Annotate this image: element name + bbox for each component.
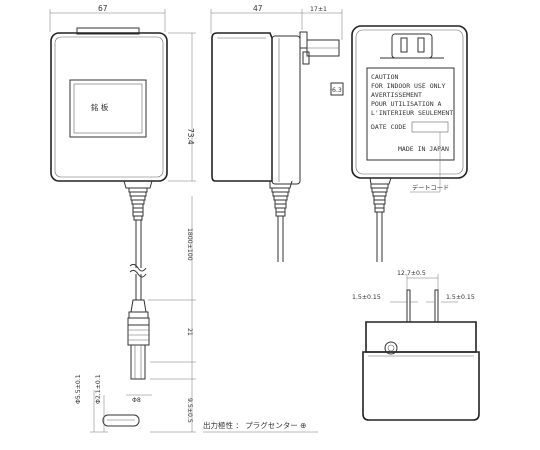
bottom-prong-left (406, 289, 411, 323)
bottom-body-top (365, 321, 477, 353)
date-code-box (411, 121, 449, 133)
side-back-plate (271, 35, 301, 185)
rear-prong-left (400, 37, 408, 53)
plug-length-label: 21 (186, 328, 193, 336)
label-line-2: AVERTISSEMENT (371, 91, 422, 99)
label-line-1: FOR INDOOR USE ONLY (371, 82, 445, 90)
front-nameplate (69, 79, 147, 138)
front-nameplate-label: 銘 板 (91, 102, 109, 112)
plug-dia-label: Φ8 (132, 397, 141, 404)
side-view: 47 17±1 (210, 4, 343, 262)
cord-length-label: 1800±100 (186, 228, 193, 261)
date-mark-label: デートコード (412, 184, 449, 192)
bottom-prong-right (434, 289, 439, 323)
label-line-6: MADE IN JAPAN (398, 145, 449, 153)
side-body (211, 32, 273, 182)
small-box-label: 6.3 (332, 87, 342, 94)
front-width-label: 67 (98, 4, 108, 13)
tip-inner-label: Φ2.1±0.1 (95, 374, 102, 404)
front-body (50, 32, 168, 182)
tip-outer-label: Φ5.5±0.1 (75, 374, 82, 404)
rear-body (351, 25, 468, 179)
label-line-0: CAUTION (371, 73, 398, 81)
prong-width-left-label: 1.5±0.15 (352, 294, 381, 301)
prong-gap-label: 12.7±0.5 (397, 270, 426, 277)
polarity-note: 出力極性 ： プラグセンター ⊕ (203, 420, 306, 430)
front-top-tab (76, 27, 140, 35)
label-line-5: DATE CODE (371, 123, 406, 131)
label-line-3: POUR UTILISATION A (371, 100, 442, 108)
tip-end-view (102, 414, 140, 427)
rear-label (366, 67, 455, 161)
side-width-label: 47 (253, 4, 263, 13)
label-line-4: L'INTERIEUR SEULEMENT (371, 109, 453, 117)
prong-length-label: 17±1 (310, 6, 327, 13)
bottom-screw (384, 341, 398, 355)
rear-prong-right (417, 37, 425, 53)
bottom-body (362, 351, 480, 421)
bottom-view: 12.7±0.5 1.5±0.15 1.5±0.15 (352, 270, 480, 421)
front-height-label: 73.4 (186, 128, 195, 145)
prong-width-right-label: 1.5±0.15 (446, 294, 475, 301)
tip-length-label: 9.5±0.5 (186, 398, 193, 423)
front-view: 67 銘 板 73.4 18 (49, 4, 196, 433)
plug-tip (130, 344, 146, 380)
rear-view: CAUTION FOR INDOOR USE ONLY AVERTISSEMEN… (330, 25, 468, 262)
